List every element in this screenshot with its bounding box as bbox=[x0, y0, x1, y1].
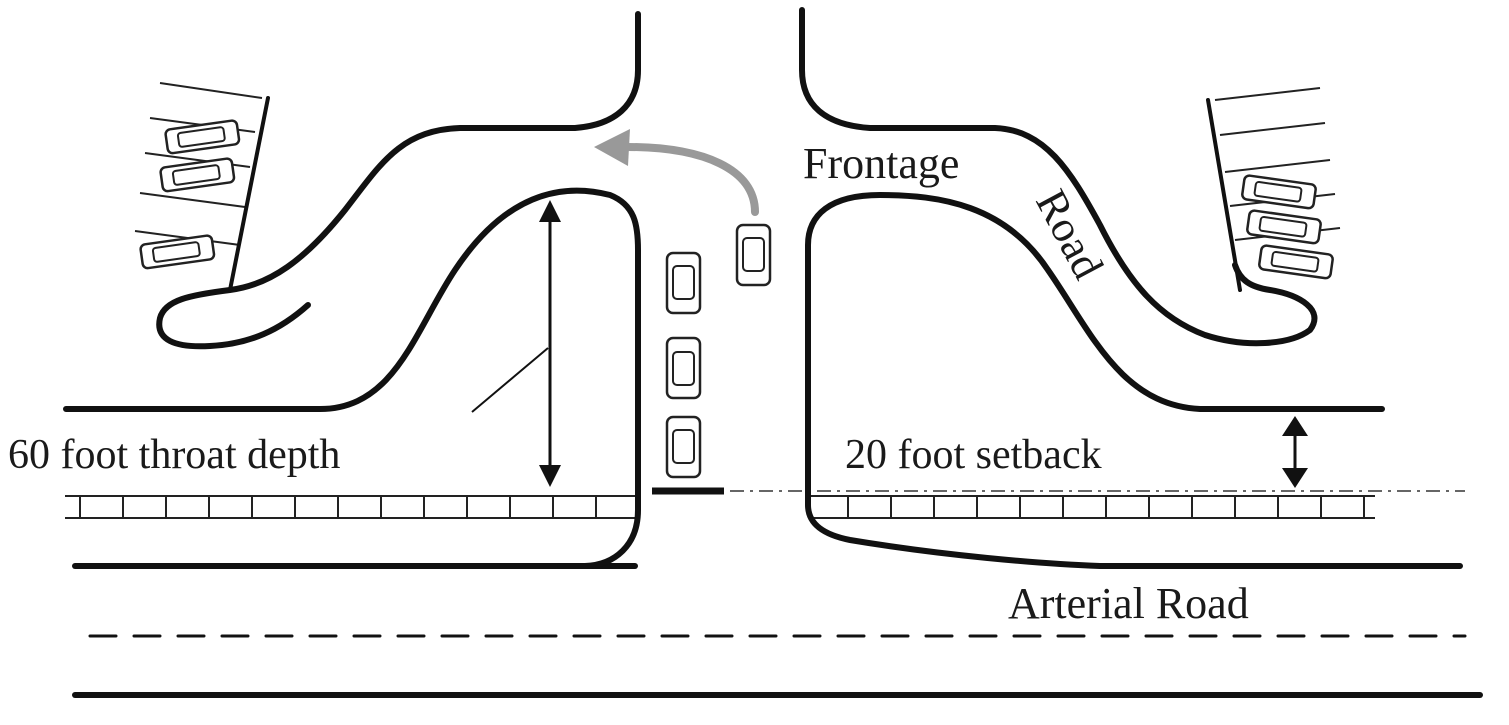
frontage-road-right bbox=[799, 7, 1318, 347]
turning-car bbox=[735, 223, 772, 287]
frontage-road-left bbox=[156, 11, 641, 350]
parking-right bbox=[1206, 87, 1341, 292]
queued-cars bbox=[665, 223, 772, 479]
parked-car bbox=[139, 234, 216, 270]
throat-depth-leader-line bbox=[471, 347, 549, 413]
parked-cars bbox=[139, 119, 1334, 280]
parked-car bbox=[1258, 244, 1334, 280]
sidewalk bbox=[65, 495, 1375, 519]
parked-car bbox=[1241, 174, 1317, 210]
parked-car bbox=[164, 119, 241, 155]
driveway bbox=[63, 7, 1463, 569]
parked-car bbox=[159, 157, 236, 193]
setback-label: 20 foot setback bbox=[845, 432, 1102, 478]
frontage-label: Frontage bbox=[803, 139, 959, 188]
arterial-road bbox=[72, 563, 1483, 698]
queued-car-1 bbox=[665, 251, 702, 315]
left-turn-arrow bbox=[594, 129, 759, 216]
road-label: Road bbox=[1026, 182, 1113, 287]
parked-car bbox=[1246, 209, 1322, 245]
throat-depth-dimension bbox=[471, 200, 561, 487]
throat-depth-label: 60 foot throat depth bbox=[8, 432, 340, 478]
queued-car-2 bbox=[665, 336, 702, 400]
driveway-right-edge bbox=[805, 192, 1463, 569]
arterial-road-label: Arterial Road bbox=[1008, 579, 1249, 628]
setback-dimension bbox=[1282, 416, 1308, 488]
queued-car-3 bbox=[665, 415, 702, 479]
driveway-left-edge bbox=[63, 187, 641, 569]
